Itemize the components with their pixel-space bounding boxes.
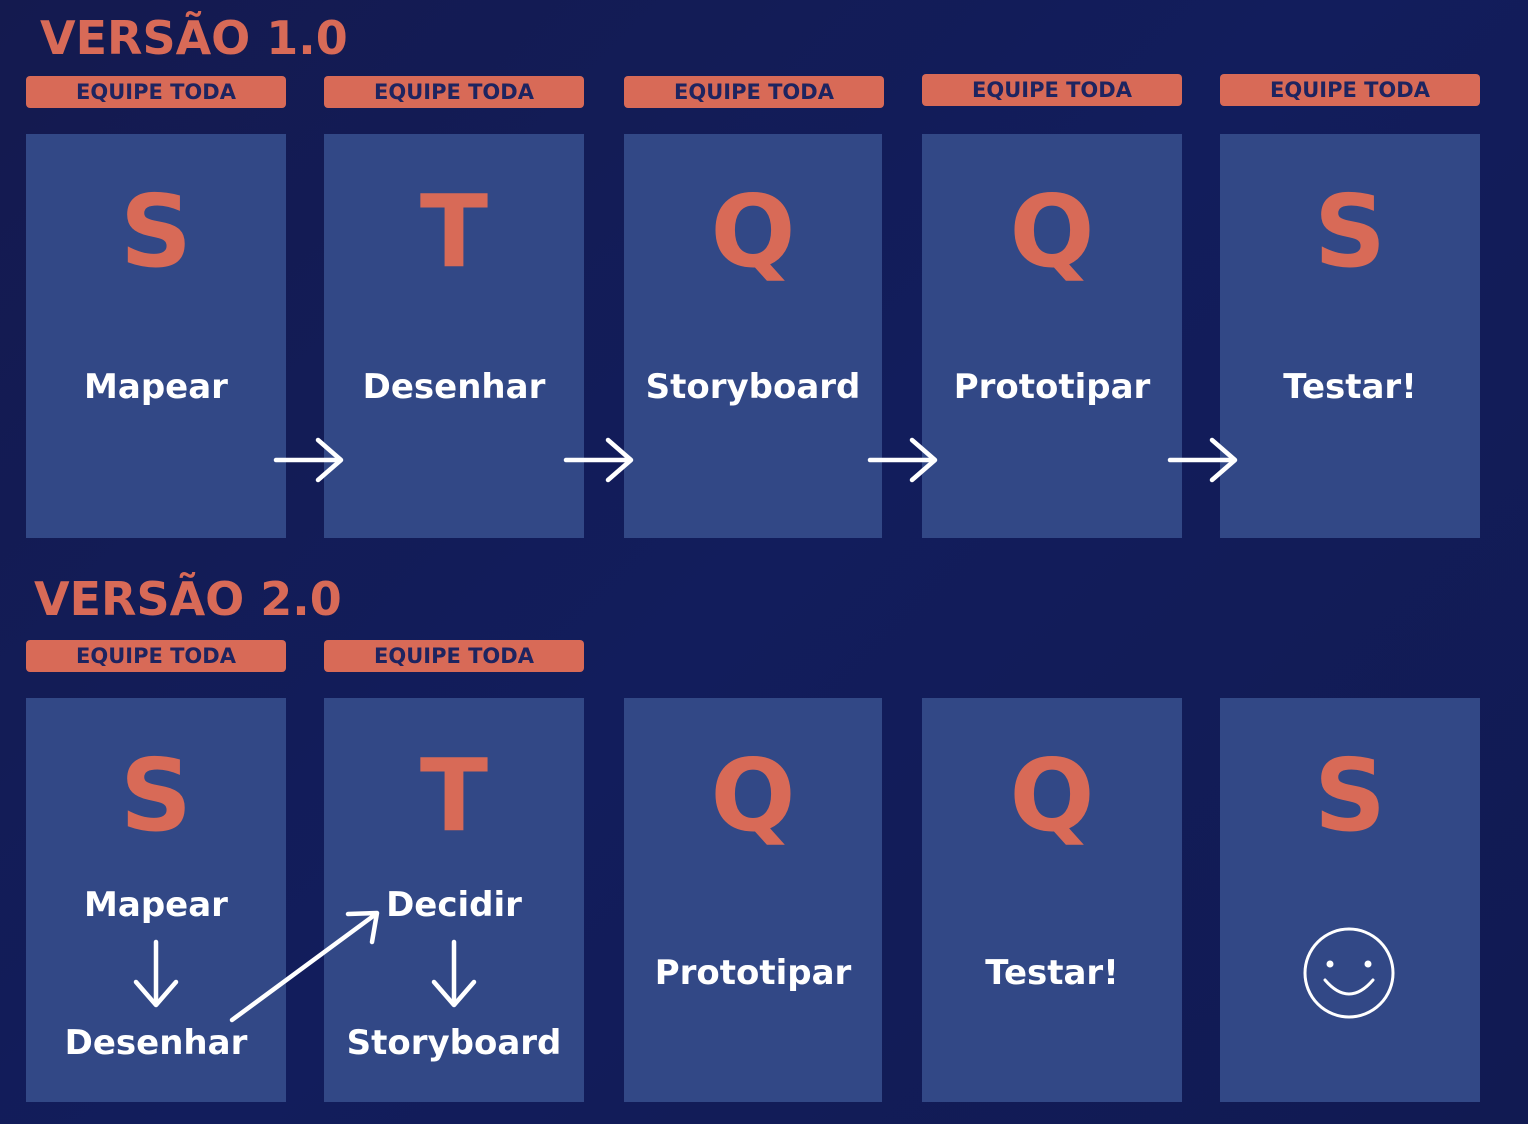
- day-card-thursday: Q Testar!: [922, 698, 1182, 1102]
- tag-equipe-toda: EQUIPE TODA: [26, 76, 286, 108]
- step-label: Desenhar: [64, 1023, 248, 1063]
- day-card-wednesday: Q Prototipar: [624, 698, 882, 1102]
- step-label: Prototipar: [953, 367, 1151, 407]
- day-letter: Q: [710, 173, 796, 290]
- day-letter: S: [1313, 737, 1387, 854]
- version-1-title: VERSÃO 1.0: [40, 11, 348, 65]
- step-label: Decidir: [386, 885, 522, 925]
- step-label: Prototipar: [654, 953, 852, 993]
- day-letter: T: [419, 737, 489, 854]
- day-letter: S: [1313, 173, 1387, 290]
- step-label: Mapear: [84, 367, 228, 407]
- day-card-wednesday: Q Storyboard: [624, 134, 882, 538]
- step-label: Desenhar: [362, 367, 546, 407]
- day-card-monday: S Mapear Desenhar: [26, 698, 286, 1102]
- tag-equipe-toda: EQUIPE TODA: [922, 74, 1182, 106]
- step-label: Storyboard: [645, 367, 861, 407]
- day-letter: T: [419, 173, 489, 290]
- tag-equipe-toda: EQUIPE TODA: [1220, 74, 1480, 106]
- day-card-tuesday: T Decidir Storyboard: [324, 698, 584, 1102]
- step-label: Testar!: [985, 953, 1119, 993]
- tag-equipe-toda: EQUIPE TODA: [324, 640, 584, 672]
- step-label: Mapear: [84, 885, 228, 925]
- day-card-friday: S: [1220, 698, 1480, 1102]
- day-card-tuesday: T Desenhar: [324, 134, 584, 538]
- day-letter: S: [119, 737, 193, 854]
- day-letter: S: [119, 173, 193, 290]
- day-letter: Q: [1009, 737, 1095, 854]
- day-letter: Q: [1009, 173, 1095, 290]
- tag-equipe-toda: EQUIPE TODA: [26, 640, 286, 672]
- version-2-title: VERSÃO 2.0: [34, 572, 342, 626]
- day-card-friday: S Testar!: [1220, 134, 1480, 538]
- tag-equipe-toda: EQUIPE TODA: [324, 76, 584, 108]
- day-card-thursday: Q Prototipar: [922, 134, 1182, 538]
- step-label: Testar!: [1283, 367, 1417, 407]
- day-letter: Q: [710, 737, 796, 854]
- step-label: Storyboard: [346, 1023, 562, 1063]
- tag-equipe-toda: EQUIPE TODA: [624, 76, 884, 108]
- day-card-monday: S Mapear: [26, 134, 286, 538]
